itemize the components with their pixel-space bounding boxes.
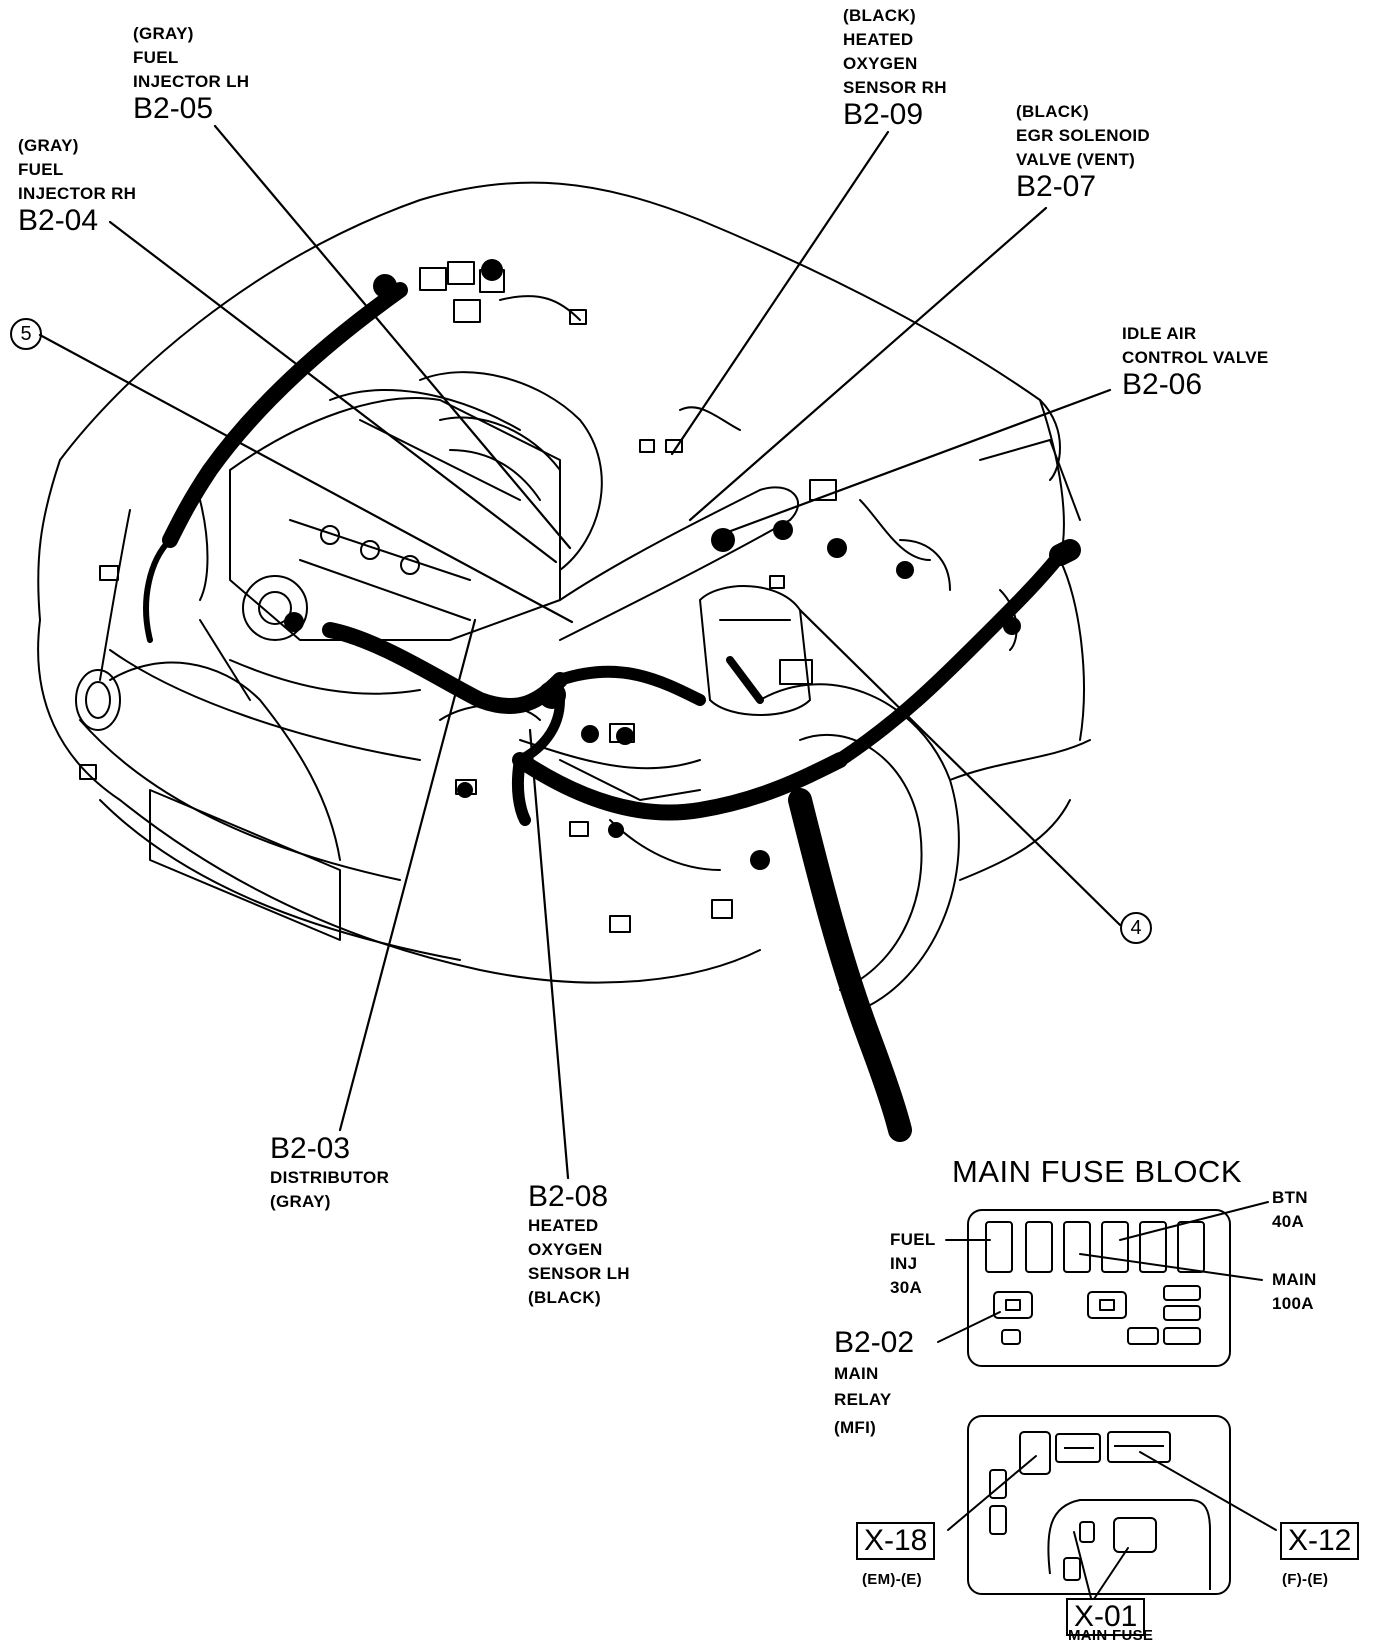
b2-08-line3: SENSOR LH: [528, 1264, 630, 1283]
x-18-code: X-18: [856, 1522, 936, 1560]
b2-05-code: B2-05: [133, 92, 214, 125]
fuse-block-title: MAIN FUSE BLOCK: [952, 1154, 1242, 1189]
x-12-code: X-12: [1280, 1522, 1360, 1560]
b2-07-code: B2-07: [1016, 170, 1097, 203]
b2-09-line1: HEATED: [843, 30, 914, 49]
reference-5-marker: 5: [10, 318, 42, 350]
main-fuse-line2: 100A: [1272, 1294, 1314, 1313]
b2-06-code: B2-06: [1122, 368, 1203, 401]
x-12-sub: (F)-(E): [1282, 1571, 1329, 1588]
fuel-inj-line2: INJ: [890, 1254, 918, 1273]
b2-05-line2: INJECTOR LH: [133, 72, 250, 91]
x-01-sub: MAIN FUSE: [1068, 1627, 1154, 1644]
b2-02-line2: RELAY: [834, 1390, 892, 1409]
b2-03-color: (GRAY): [270, 1192, 331, 1211]
b2-07-line1: EGR SOLENOID: [1016, 126, 1150, 145]
b2-07-color: (BLACK): [1016, 102, 1089, 121]
x-01-code: X-01: [1066, 1598, 1146, 1636]
b2-09-line2: OXYGEN: [843, 54, 918, 73]
b2-08-line2: OXYGEN: [528, 1240, 603, 1259]
x-18-sub: (EM)-(E): [862, 1571, 922, 1588]
b2-07-line2: VALVE (VENT): [1016, 150, 1136, 169]
b2-02-code: B2-02: [834, 1326, 915, 1359]
b2-05-color: (GRAY): [133, 24, 194, 43]
btn-line2: 40A: [1272, 1212, 1305, 1231]
b2-04-line2: INJECTOR RH: [18, 184, 137, 203]
b2-09-line3: SENSOR RH: [843, 78, 947, 97]
b2-03-code: B2-03: [270, 1132, 351, 1165]
b2-04-color: (GRAY): [18, 136, 79, 155]
b2-03-line1: DISTRIBUTOR: [270, 1168, 390, 1187]
fuel-inj-line1: FUEL: [890, 1230, 936, 1249]
b2-09-color: (BLACK): [843, 6, 916, 25]
b2-09-code: B2-09: [843, 98, 924, 131]
btn-line1: BTN: [1272, 1188, 1308, 1207]
b2-04-code: B2-04: [18, 204, 99, 237]
b2-05-line1: FUEL: [133, 48, 179, 67]
b2-08-code: B2-08: [528, 1180, 609, 1213]
b2-08-color: (BLACK): [528, 1288, 601, 1307]
b2-08-line1: HEATED: [528, 1216, 599, 1235]
b2-04-line1: FUEL: [18, 160, 64, 179]
b2-02-line1: MAIN: [834, 1364, 879, 1383]
fuel-inj-line3: 30A: [890, 1278, 923, 1297]
reference-4-marker: 4: [1120, 912, 1152, 944]
b2-06-line1: IDLE AIR: [1122, 324, 1197, 343]
b2-06-line2: CONTROL VALVE: [1122, 348, 1269, 367]
main-fuse-line1: MAIN: [1272, 1270, 1317, 1289]
b2-02-line3: (MFI): [834, 1418, 877, 1437]
